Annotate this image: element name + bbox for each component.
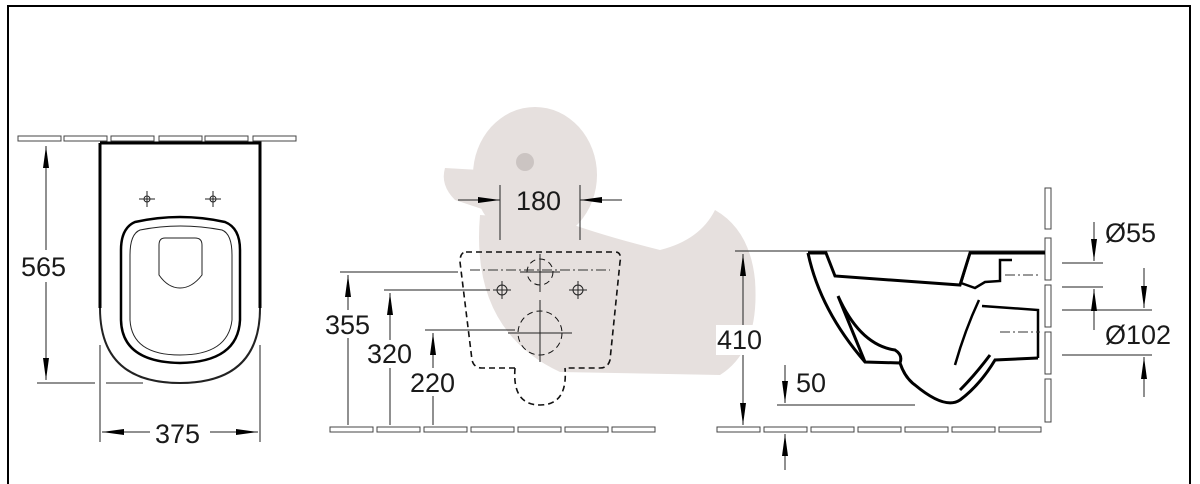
side-view: 410 50 Ø55 Ø102 xyxy=(716,187,1171,470)
seat-inner xyxy=(129,225,233,356)
wall-tiles-side xyxy=(1044,187,1052,423)
frame-outline-dashed xyxy=(459,251,622,369)
floor-clearance-label: 50 xyxy=(796,368,826,398)
floor-tiles-side xyxy=(716,426,1042,433)
inlet-diameter-label: Ø55 xyxy=(1105,218,1156,248)
fixing-hole-right xyxy=(205,191,221,207)
fixing-right xyxy=(569,281,587,299)
wall-tiles-top xyxy=(17,135,297,142)
bowl-profile xyxy=(806,251,1045,405)
bolt-spacing-label: 180 xyxy=(516,186,561,216)
fixing-left xyxy=(493,281,511,299)
height-320-label: 320 xyxy=(367,339,412,369)
frame-border xyxy=(7,5,1191,484)
top-view: 565 375 xyxy=(17,135,297,449)
seat-outer xyxy=(119,215,242,365)
bowl-opening xyxy=(158,237,203,289)
bowl-outline xyxy=(100,141,262,308)
floor-tiles-rear xyxy=(329,426,656,433)
rear-view: 180 355 320 220 xyxy=(325,185,656,433)
outlet-diameter-label: Ø102 xyxy=(1105,320,1171,350)
duck-watermark xyxy=(443,107,756,375)
depth-label: 565 xyxy=(21,252,66,282)
inlet-hole xyxy=(520,254,560,292)
fixing-hole-left xyxy=(139,191,155,207)
outlet-hole xyxy=(508,300,572,362)
bowl-outline-dashed xyxy=(513,367,567,406)
height-355-label: 355 xyxy=(325,310,370,340)
height-220-label: 220 xyxy=(410,368,455,398)
rim-height-label: 410 xyxy=(717,325,762,355)
width-label: 375 xyxy=(155,419,200,449)
duck-eye xyxy=(516,153,534,171)
